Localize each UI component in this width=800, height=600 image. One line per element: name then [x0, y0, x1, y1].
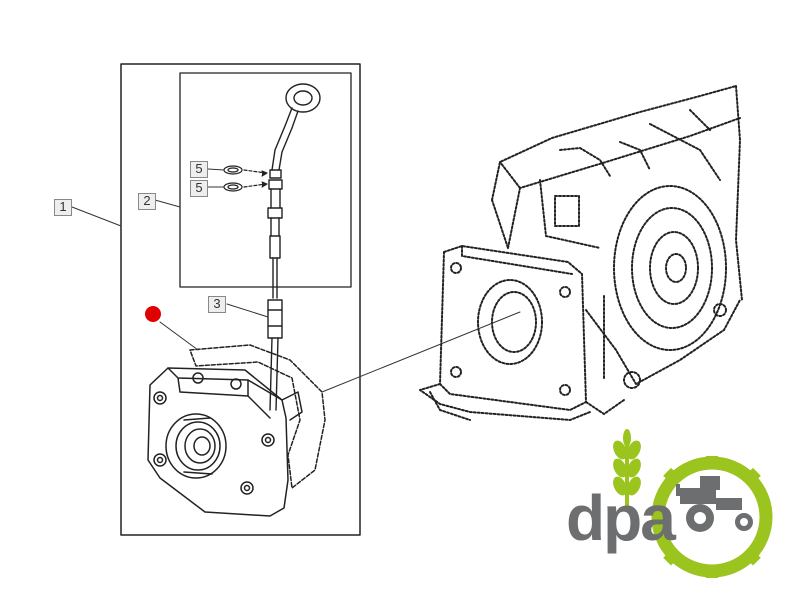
o-rings: [223, 165, 268, 192]
dipstick-tube: [267, 299, 283, 411]
dipstick: [267, 83, 321, 299]
transmission-housing: [419, 85, 743, 421]
callout-3: 3: [208, 296, 226, 313]
assembly-frame: [120, 63, 361, 536]
logo-text: dpa: [566, 482, 676, 554]
callout-5-lower: 5: [190, 180, 208, 197]
callout-1: 1: [54, 199, 72, 216]
logo-gear-teeth: [653, 456, 772, 578]
red-marker: [145, 306, 161, 322]
logo-wheat-icon: [613, 429, 641, 512]
callout-2: 2: [138, 193, 156, 210]
dipstick-box: [179, 72, 352, 288]
logo-tractor-icon: [676, 476, 753, 532]
leader-lines: [71, 168, 521, 393]
dpa-logo: [613, 429, 773, 578]
callout-5-upper: 5: [190, 161, 208, 178]
housing-assembly: [147, 344, 326, 517]
